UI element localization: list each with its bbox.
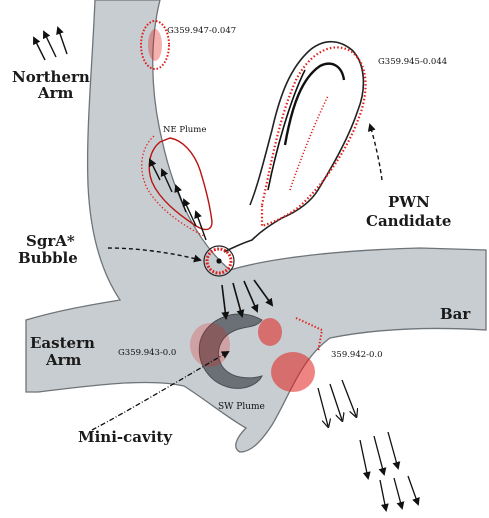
g359-942-label: 359.942-0.0 — [331, 350, 383, 360]
eastern-arm-label-1: Eastern — [30, 334, 95, 352]
bar-label: Bar — [440, 305, 471, 323]
pwn-label-1: PWN — [388, 193, 430, 211]
northern-arm-label-2: Arm — [37, 84, 74, 102]
pwn-outer-arc — [268, 70, 305, 190]
sw-plume-arrows — [318, 380, 418, 510]
g359-943-label: G359.943-0.0 — [118, 348, 176, 358]
sw-plume-label: SW Plume — [218, 402, 265, 412]
pwn-label-2: Candidate — [366, 212, 451, 230]
emission-pwn — [262, 47, 366, 226]
mini-cavity-label: Mini-cavity — [78, 428, 173, 446]
emission-sgra-bubble — [204, 246, 234, 276]
ne-plume-label: NE Plume — [163, 125, 206, 135]
eastern-arm-label-2: Arm — [45, 351, 82, 369]
pwn-inner-arc — [285, 64, 344, 145]
g359-945-label: G359.945-0.044 — [378, 57, 447, 67]
sgra-label-2: Bubble — [18, 249, 78, 267]
pwn-pointer-arrow — [370, 125, 382, 180]
sgra-label-1: SgrA* — [26, 232, 75, 250]
northern-arm-arrows — [34, 28, 67, 60]
g359-947-label: G359.947-0.047 — [167, 26, 236, 36]
